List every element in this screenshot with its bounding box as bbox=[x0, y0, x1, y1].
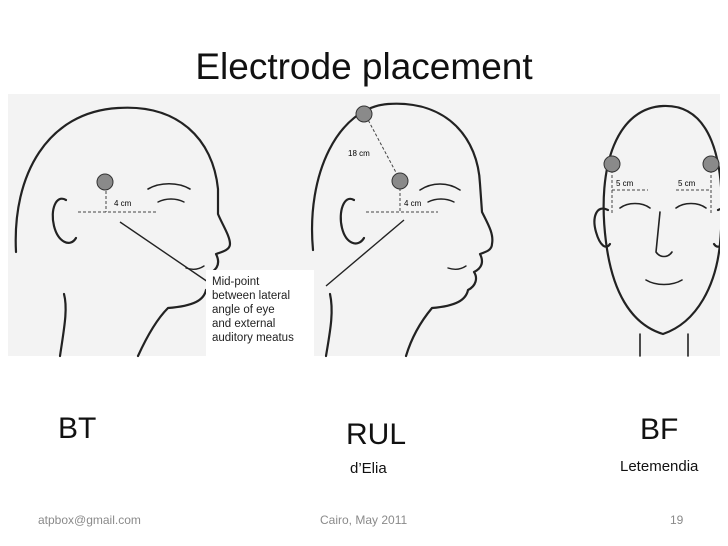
electrode-rul-vertex bbox=[355, 105, 373, 123]
electrode-rul-temporal bbox=[391, 172, 409, 190]
head-side-rul bbox=[311, 102, 494, 358]
label-bt: BT bbox=[58, 412, 97, 445]
bt-measure-lines bbox=[78, 186, 158, 213]
electrode-placement-illustration: 4 cm 18 cm 4 cm 5 cm 5 cm bbox=[8, 94, 720, 360]
label-5cm-right: 5 cm bbox=[678, 179, 696, 188]
sublabel-bf: Letemendia bbox=[620, 458, 699, 475]
head-front-bf bbox=[593, 104, 720, 357]
footer-page-number: 19 bbox=[670, 513, 684, 527]
electrode-bf-right bbox=[702, 155, 720, 173]
note-line-1: Mid-point bbox=[212, 276, 260, 288]
rul-measure-lines bbox=[365, 115, 438, 213]
note-line-3: angle of eye bbox=[212, 304, 275, 316]
note-line-5: auditory meatus bbox=[212, 332, 294, 344]
note-text: Mid-point between lateral angle of eye a… bbox=[212, 276, 294, 344]
footer-place-date: Cairo, May 2011 bbox=[320, 513, 408, 527]
footer-email: atpbox@gmail.com bbox=[38, 513, 141, 527]
sublabel-rul: d’Elia bbox=[350, 460, 387, 477]
label-4cm-bt: 4 cm bbox=[114, 199, 132, 208]
pointer-line-bt bbox=[119, 221, 209, 283]
electrode-bf-left bbox=[603, 155, 621, 173]
label-5cm-left: 5 cm bbox=[616, 179, 634, 188]
illustration-panel bbox=[8, 94, 720, 356]
pointer-line-rul bbox=[325, 219, 405, 287]
head-side-bt bbox=[14, 106, 232, 358]
slide-title: Electrode placement bbox=[195, 46, 533, 87]
label-rul: RUL bbox=[346, 418, 407, 451]
note-line-4: and external bbox=[212, 318, 275, 330]
note-box bbox=[206, 270, 314, 360]
label-4cm-rul: 4 cm bbox=[404, 199, 422, 208]
bf-measure-lines bbox=[611, 170, 712, 214]
label-bf: BF bbox=[640, 413, 679, 446]
note-line-2: between lateral bbox=[212, 290, 290, 302]
label-18cm: 18 cm bbox=[348, 149, 370, 158]
electrode-bt bbox=[96, 173, 114, 191]
